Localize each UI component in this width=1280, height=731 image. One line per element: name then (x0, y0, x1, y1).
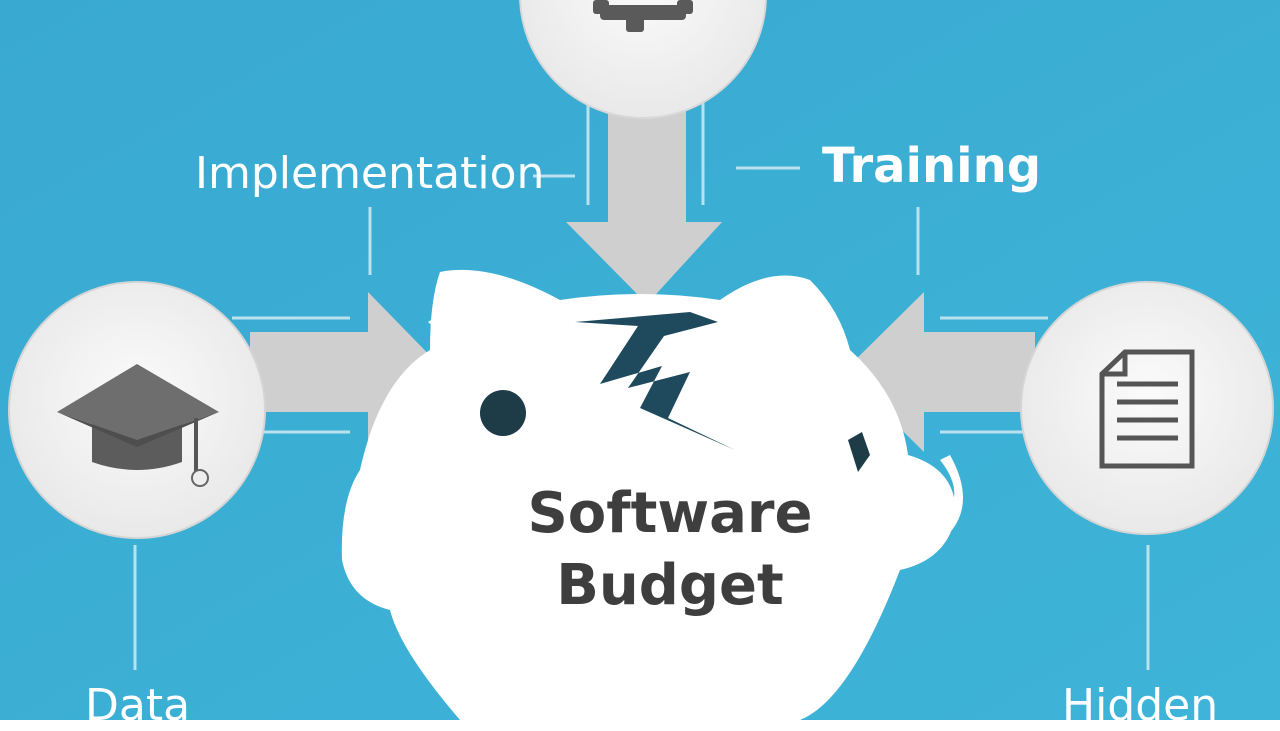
gear-icon (593, 0, 693, 32)
gear-circle (519, 0, 767, 119)
document-circle (1020, 281, 1274, 535)
education-circle (8, 281, 266, 539)
center-title: Software Budget (505, 478, 835, 622)
piggy-snout-mark (848, 432, 870, 472)
crack-icon (575, 312, 735, 450)
piggy-bank-icon (341, 269, 964, 720)
label-data: Data (85, 680, 191, 731)
label-hidden: Hidden (1062, 680, 1219, 731)
arrow-down (566, 90, 722, 304)
center-title-line1: Software (527, 481, 813, 546)
label-implementation: Implementation (195, 148, 545, 199)
graduation-cap-icon (57, 364, 219, 487)
piggy-eye (480, 390, 526, 436)
label-training: Training (822, 138, 1042, 194)
document-icon (1099, 349, 1195, 469)
center-title-line2: Budget (556, 553, 784, 618)
